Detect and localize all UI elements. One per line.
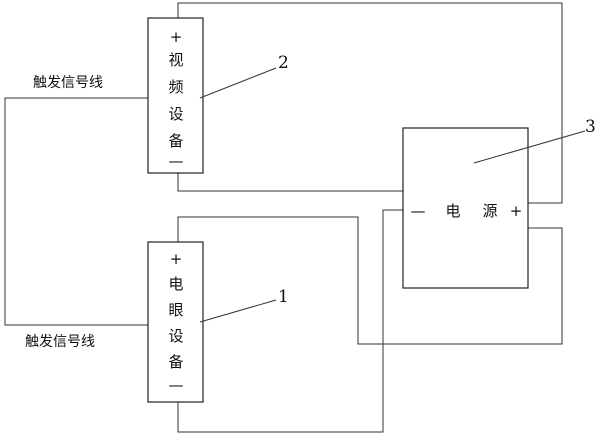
eye-device-char-2: 眼 <box>168 301 183 319</box>
reference-number-1: 1 <box>278 287 289 307</box>
video-device-minus: — <box>169 152 184 170</box>
video-device-plus: + <box>170 28 183 46</box>
trigger-signal-wire <box>4 97 148 326</box>
video-device-char-1: 视 <box>168 51 183 69</box>
power-supply-box <box>402 127 529 289</box>
reference-number-3: 3 <box>585 117 596 137</box>
eye-device-char-4: 备 <box>168 353 183 371</box>
video-negative-wire <box>177 173 403 192</box>
reference-number-2: 2 <box>278 53 289 73</box>
leader-line-1 <box>199 299 277 323</box>
eye-device-plus: + <box>170 250 183 268</box>
leader-line-3 <box>473 130 586 164</box>
power-supply-char-1: 电 <box>445 202 460 220</box>
eye-device: + 电 眼 设 备 — <box>147 241 204 403</box>
leader-line-2 <box>199 67 277 99</box>
power-supply: — 电 源 + <box>402 127 529 289</box>
trigger-signal-label-bottom: 触发信号线 <box>25 334 95 350</box>
power-supply-minus: — <box>411 202 426 220</box>
power-supply-char-2: 源 <box>482 202 497 220</box>
video-device-char-2: 频 <box>168 78 183 96</box>
eye-negative-wire <box>177 209 403 433</box>
video-device: + 视 频 设 备 — <box>147 17 204 174</box>
video-positive-wire <box>177 2 563 204</box>
power-supply-plus: + <box>510 202 523 220</box>
video-device-char-3: 设 <box>168 105 183 123</box>
trigger-signal-label-top: 触发信号线 <box>33 75 103 91</box>
video-device-char-4: 备 <box>168 132 183 150</box>
wires <box>4 2 563 433</box>
eye-device-char-1: 电 <box>168 275 183 293</box>
eye-device-box <box>147 241 204 403</box>
video-device-box <box>147 17 204 174</box>
eye-positive-wire <box>177 216 563 345</box>
leader-lines <box>199 67 586 323</box>
eye-device-char-3: 设 <box>168 327 183 345</box>
eye-device-minus: — <box>169 376 184 394</box>
